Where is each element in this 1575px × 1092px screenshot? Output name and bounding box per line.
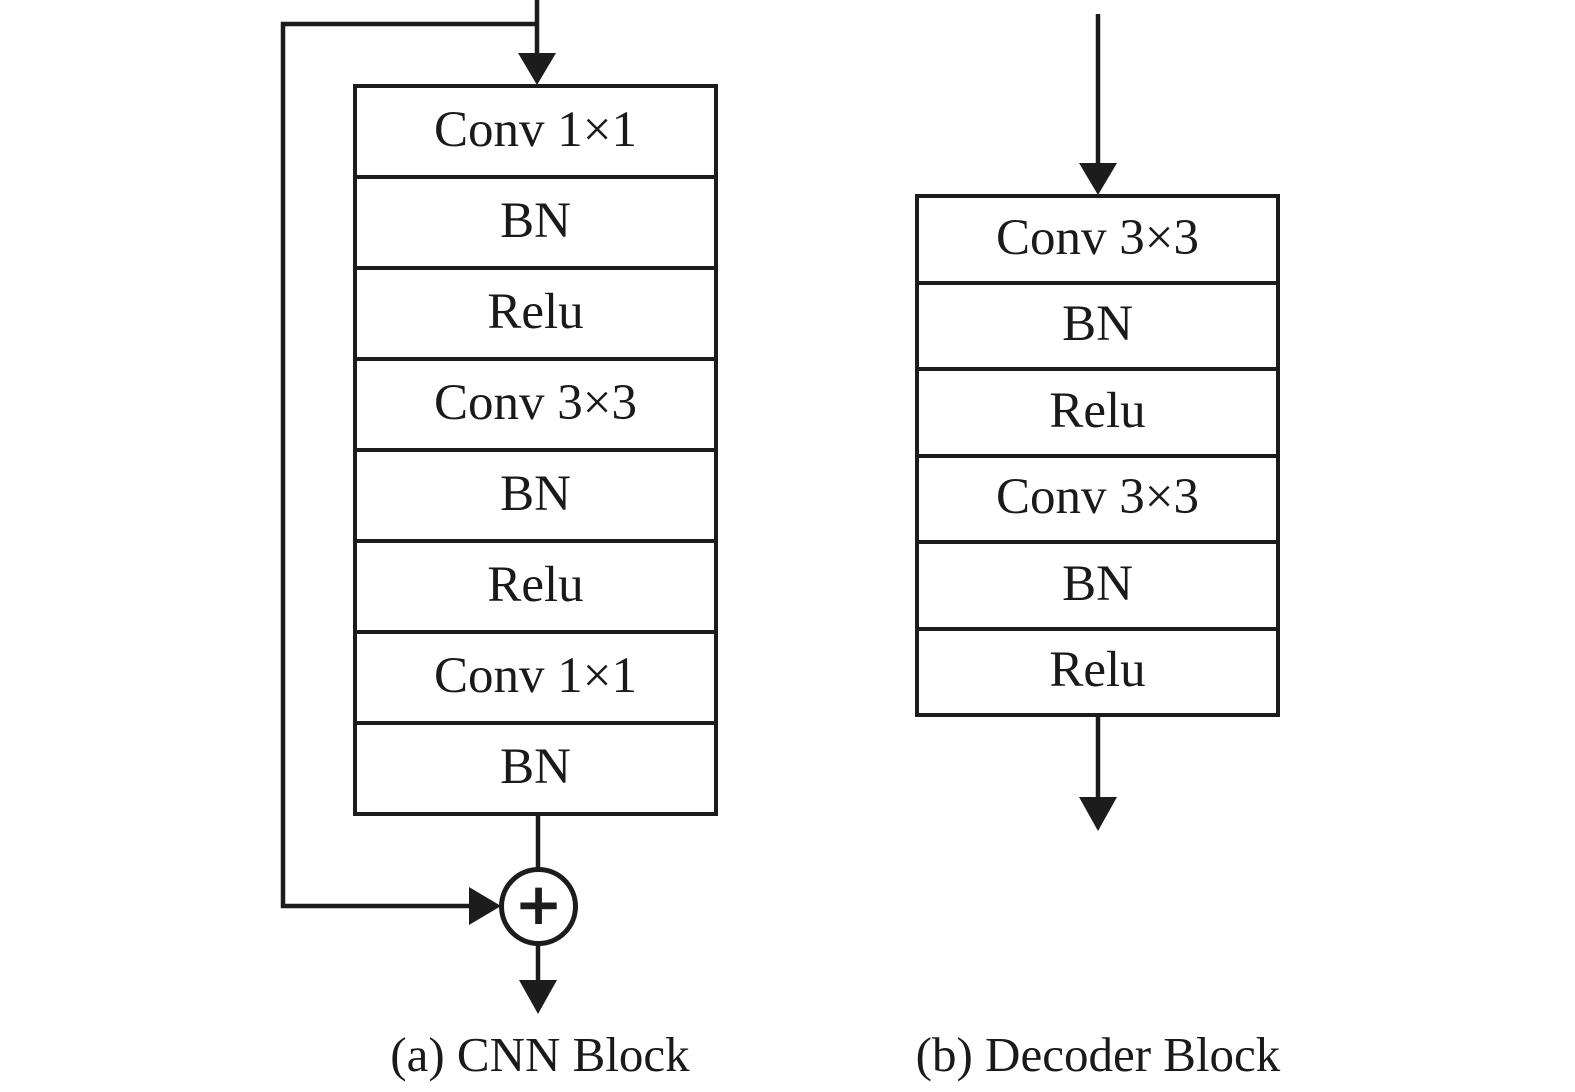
cnn-layer-label: BN — [500, 466, 571, 522]
cnn-layer-label: Relu — [487, 284, 584, 340]
decoder-layer-label: BN — [1062, 296, 1133, 353]
cnn-input-arrowhead-icon — [518, 53, 556, 85]
cnn-layer-row: BN — [357, 448, 714, 539]
decoder-layer-label: Conv 3×3 — [995, 209, 1200, 266]
decoder-output-arrowhead-icon — [1079, 797, 1117, 831]
decoder-layer-row: BN — [919, 540, 1276, 627]
cnn-layer-row: Relu — [357, 539, 714, 630]
decoder-layer-row: Relu — [919, 626, 1276, 714]
decoder-layer-label: BN — [1062, 555, 1133, 612]
decoder-layer-label: Relu — [1049, 642, 1146, 699]
add-node: + — [499, 867, 578, 946]
decoder-input-arrowhead-icon — [1079, 163, 1117, 195]
decoder-layer-row: Conv 3×3 — [919, 198, 1276, 281]
decoder-block-box: Conv 3×3 BN Relu Conv 3×3 BN Relu — [915, 194, 1280, 717]
cnn-layer-row: Relu — [357, 266, 714, 357]
cnn-layer-label: Relu — [487, 557, 584, 613]
cnn-layer-row: Conv 1×1 — [357, 88, 714, 175]
cnn-layer-label: Conv 1×1 — [433, 648, 638, 704]
cnn-layer-row: BN — [357, 721, 714, 812]
decoder-layer-label: Conv 3×3 — [995, 469, 1200, 526]
decoder-block-caption: (b) Decoder Block — [915, 1027, 1281, 1082]
cnn-layer-label: BN — [500, 739, 571, 795]
decoder-layer-row: Relu — [919, 367, 1276, 454]
cnn-layer-label: Conv 1×1 — [433, 102, 638, 158]
cnn-layer-row: Conv 1×1 — [357, 630, 714, 721]
cnn-layer-row: BN — [357, 175, 714, 266]
cnn-block-box: Conv 1×1 BN Relu Conv 3×3 BN Relu Conv 1… — [353, 84, 718, 816]
cnn-layer-label: Conv 3×3 — [433, 375, 638, 431]
cnn-block-caption: (a) CNN Block — [390, 1027, 690, 1082]
decoder-layer-row: Conv 3×3 — [919, 453, 1276, 541]
cnn-skip-arrowhead-icon — [469, 887, 501, 925]
cnn-output-arrowhead-icon — [519, 980, 557, 1014]
plus-icon: + — [514, 869, 563, 938]
decoder-layer-label: Relu — [1049, 382, 1146, 439]
cnn-layer-label: BN — [500, 193, 571, 249]
decoder-layer-row: BN — [919, 280, 1276, 368]
cnn-layer-row: Conv 3×3 — [357, 357, 714, 448]
